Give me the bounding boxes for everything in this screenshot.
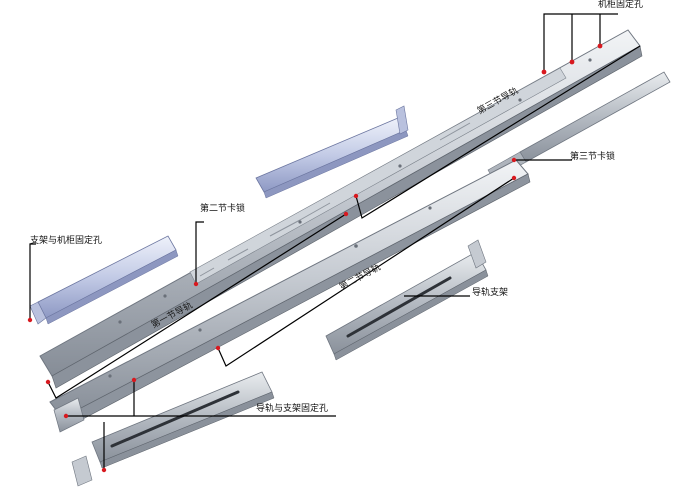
bracket-slot (346, 276, 452, 338)
label-cabinet-fixing-holes: 机柜固定孔 (598, 0, 644, 10)
bearing-cage (199, 122, 471, 277)
rail-holes-upper (118, 58, 592, 324)
rail-bracket-right (325, 239, 489, 361)
label-rail-bracket-fixing-holes: 导轨与支架固定孔 (256, 404, 329, 414)
label-bracket-cabinet-fixing-holes: 支架与机柜固定孔 (30, 236, 103, 246)
rail-bracket-bottom (71, 371, 275, 487)
leader-lines (29, 13, 641, 470)
bracket-top-center (255, 105, 409, 199)
rail-second-section (49, 159, 531, 429)
label-rail-bracket: 导轨支架 (472, 288, 509, 298)
fixing-point-markers (27, 43, 603, 473)
bracket-slot (110, 390, 240, 448)
label-third-section-lock: 第三节卡锁 (570, 152, 616, 162)
rail-assembly-upper (39, 29, 643, 389)
rail-holes-middle (108, 206, 432, 378)
bracket-left (29, 235, 179, 325)
label-second-section-lock: 第二节卡锁 (200, 204, 246, 214)
end-clip-bottom-left (53, 397, 85, 433)
